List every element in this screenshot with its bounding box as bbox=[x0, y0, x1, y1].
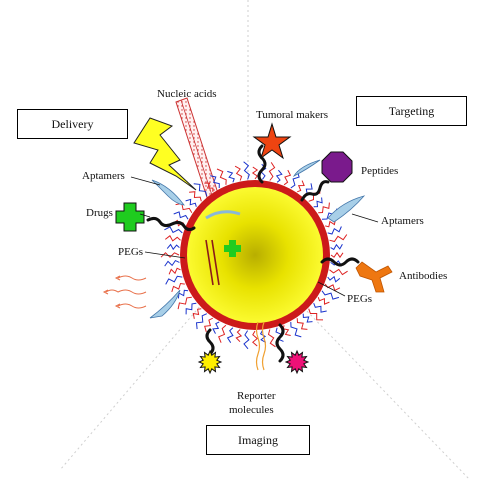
aptamer-right bbox=[327, 195, 366, 223]
surface-strand bbox=[302, 313, 313, 323]
surface-strand bbox=[327, 226, 342, 235]
surface-strand bbox=[296, 318, 308, 330]
surface-strand bbox=[195, 313, 208, 330]
imaging-box: Imaging bbox=[206, 425, 310, 455]
tumoral-makers-label: Tumoral makers bbox=[256, 109, 329, 121]
surface-strand bbox=[204, 182, 214, 192]
drugs-label: Drugs bbox=[86, 207, 113, 219]
core-contents bbox=[205, 210, 241, 286]
antibodies-label: Antibodies bbox=[399, 270, 448, 282]
surface-strand bbox=[227, 170, 235, 183]
pegs-right-label: PEGs bbox=[347, 293, 373, 305]
surface-strand bbox=[318, 202, 330, 214]
surface-strand bbox=[275, 169, 283, 183]
surface-strand bbox=[329, 268, 348, 276]
surface-strand bbox=[168, 267, 181, 275]
surface-strand bbox=[210, 175, 220, 189]
surface-strand bbox=[259, 330, 267, 343]
aptamers bbox=[149, 159, 366, 319]
surface-strand bbox=[313, 303, 327, 313]
reporter-label-line2: molecules bbox=[229, 404, 274, 416]
surface-strand bbox=[166, 243, 180, 251]
reporter-label-line1: Reporter bbox=[237, 390, 276, 402]
peptide-octagon-icon bbox=[321, 151, 353, 183]
surface-strand bbox=[212, 321, 220, 334]
release-arrows bbox=[102, 275, 147, 309]
surface-strand bbox=[235, 329, 243, 343]
surface-strand bbox=[164, 226, 183, 234]
antibody-icon bbox=[355, 261, 393, 293]
targeting-label: Targeting bbox=[388, 103, 435, 118]
peg-linkers bbox=[146, 144, 360, 363]
surface-strand bbox=[171, 282, 185, 293]
aptamers-left-label: Aptamers bbox=[82, 170, 125, 182]
surface-strand bbox=[327, 275, 341, 283]
surface-strand bbox=[189, 191, 202, 202]
reporter-pink-star-icon bbox=[284, 349, 310, 375]
drug-cross-icon bbox=[115, 202, 145, 232]
nanoparticle-core bbox=[187, 187, 323, 323]
surface-strand bbox=[177, 289, 189, 299]
surface-strand bbox=[164, 259, 180, 267]
reporter-strands bbox=[255, 321, 267, 371]
surface-strand bbox=[308, 308, 324, 321]
surface-strand bbox=[234, 165, 243, 181]
surface-strand bbox=[185, 302, 197, 315]
surface-strand bbox=[252, 330, 258, 347]
aptamer-left-bottom bbox=[149, 289, 181, 319]
surface-strand bbox=[267, 329, 276, 348]
imaging-label: Imaging bbox=[238, 432, 278, 447]
surface-strand bbox=[321, 290, 340, 300]
surface-strand bbox=[173, 211, 189, 220]
aptamers-right-label: Aptamers bbox=[381, 215, 424, 227]
surface-strand bbox=[218, 324, 227, 343]
surface-strand bbox=[193, 183, 208, 197]
surface-strand bbox=[251, 166, 259, 180]
aptamer-right-bottom bbox=[292, 159, 321, 177]
surface-strand bbox=[243, 161, 250, 180]
surface-strand bbox=[192, 308, 202, 319]
aptamer-left-top bbox=[151, 179, 185, 206]
surface-strand bbox=[325, 219, 336, 228]
surface-strand bbox=[226, 327, 234, 343]
tumoral-marker-star-icon bbox=[252, 122, 292, 160]
surface-strand bbox=[243, 330, 250, 350]
encapsulated-drug-icon bbox=[224, 240, 241, 257]
surface-strand bbox=[165, 275, 183, 285]
surface-strand bbox=[297, 180, 305, 193]
targeting-box: Targeting bbox=[356, 96, 467, 126]
surface-strands bbox=[160, 161, 348, 350]
surface-strand bbox=[330, 243, 343, 251]
sector-dividers bbox=[59, 0, 471, 481]
surface-strand bbox=[177, 296, 192, 310]
surface-strand bbox=[185, 198, 197, 207]
surface-strand bbox=[330, 251, 344, 259]
leader-lines bbox=[130, 176, 379, 297]
surface-strand bbox=[317, 297, 330, 305]
delivery-box: Delivery bbox=[17, 109, 128, 139]
surface-strand bbox=[283, 169, 292, 186]
surface-strand bbox=[204, 317, 214, 333]
nucleic-acids-label: Nucleic acids bbox=[157, 88, 217, 100]
surface-strand bbox=[216, 168, 227, 185]
surface-strand bbox=[290, 321, 302, 338]
pegs-left-label: PEGs bbox=[118, 246, 144, 258]
surface-strand bbox=[290, 170, 300, 189]
peptides-label: Peptides bbox=[361, 165, 399, 177]
delivery-label: Delivery bbox=[51, 116, 94, 131]
reporter-yellow-star-icon bbox=[197, 349, 223, 375]
surface-strand bbox=[313, 197, 323, 208]
surface-strand bbox=[164, 235, 181, 242]
surface-strand bbox=[268, 162, 276, 181]
lightning-bolt-icon bbox=[133, 117, 197, 191]
surface-strand bbox=[329, 234, 348, 243]
surface-strand bbox=[160, 252, 180, 258]
